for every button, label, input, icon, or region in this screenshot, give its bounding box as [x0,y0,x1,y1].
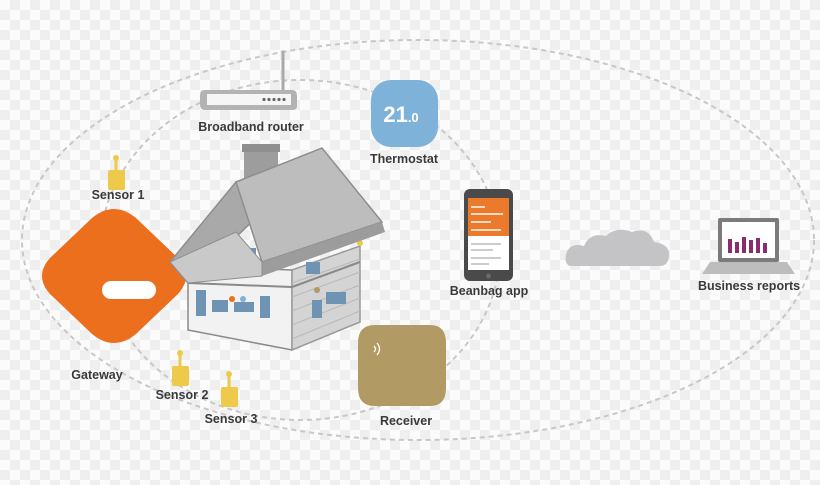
outer-connection-ring [21,39,815,441]
app-label: Beanbag app [449,284,529,298]
thermostat-reading: 21.0 [383,102,418,127]
sensor-1-icon [108,155,125,190]
report-bar-chart [728,237,767,253]
report-bar [749,240,753,253]
sensor-2-icon [172,350,189,386]
report-bar [763,243,767,253]
router-label: Broadband router [198,120,304,134]
thermostat-label: Thermostat [369,152,439,166]
cloud-icon [565,229,670,266]
broadband-router-icon [200,50,297,110]
thermostat-icon: 21.0 [371,80,438,147]
receiver-icon [358,325,446,406]
receiver-label: Receiver [379,414,433,428]
house-icon [169,144,385,352]
sensor-2-label: Sensor 2 [155,388,209,402]
thermostat-reading-decimal: .0 [408,110,419,125]
sensor-3-label: Sensor 3 [204,412,258,426]
smartphone-icon [464,189,513,281]
report-bar [742,237,746,253]
sensor-1-label: Sensor 1 [91,188,145,202]
sensor-3-icon [221,371,238,407]
report-bar [735,242,739,253]
gateway-label: Gateway [71,368,123,382]
laptop-icon [702,218,795,274]
report-bar [756,238,760,253]
gateway-icon [42,209,186,343]
reports-label: Business reports [697,279,801,293]
report-bar [728,239,732,253]
thermostat-reading-whole: 21 [383,102,407,127]
